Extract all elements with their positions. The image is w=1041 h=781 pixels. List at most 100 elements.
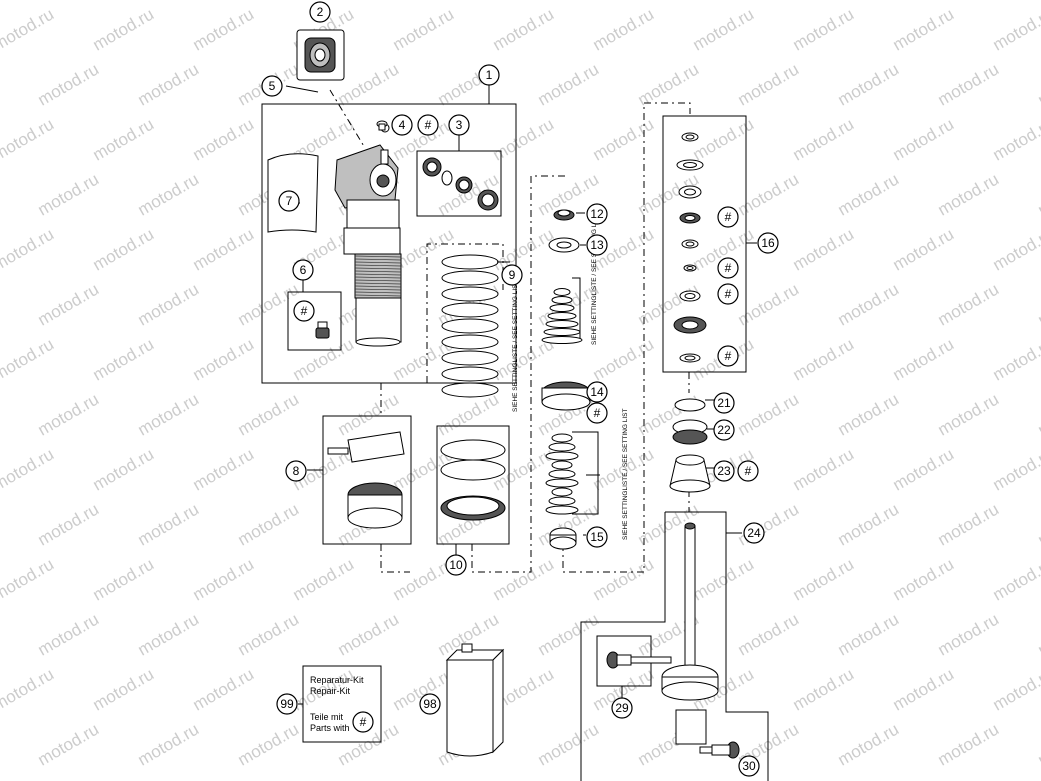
hash-marker: # [717,206,739,228]
callout-label: 5 [269,79,276,93]
hash-symbol: # [725,287,732,301]
hash-symbol: # [725,261,732,275]
hash-symbol: # [725,349,732,363]
washer-12-part [553,209,575,221]
nut-15-part [549,527,577,550]
callout-label: 10 [449,558,463,572]
callout-12: 12 [586,203,608,225]
callout-2: 2 [309,1,331,23]
callout-99: 99 [276,693,298,715]
callout-14: 14 [586,381,608,403]
hash-symbol: # [745,464,752,478]
repair-kit-box: Reparatur-Kit Repair-Kit Teile mit Parts… [302,665,382,743]
callout-29: 29 [611,697,633,719]
callout-98: 98 [419,693,441,715]
hash-symbol: # [360,715,367,729]
callout-23: 23 [713,460,735,482]
callout-label: 1 [486,68,493,82]
hash-symbol: # [301,304,308,318]
hash-symbol: # [594,406,601,420]
callout-4: 4 [391,114,413,136]
repair-kit-label-en: Repair-Kit [310,686,351,696]
setting-list-note-9: SIEHE SETTINGLISTE / SEE SETTING LIST [512,280,519,412]
callout-3: 3 [448,114,470,136]
stop-plate-22-part [672,419,708,445]
hash-marker: # [417,114,439,136]
callout-label: 3 [456,118,463,132]
callout-label: 12 [590,207,604,221]
fitting-29-part [606,651,672,669]
callout-label: 4 [399,118,406,132]
callout-label: 13 [590,238,604,252]
group-box-16 [662,115,747,373]
parts-with-label-en: Parts with [310,723,350,733]
callout-label: 29 [615,701,629,715]
group-box-8 [322,415,412,545]
group-box-1 [261,103,517,384]
callout-label: 7 [286,194,293,208]
piston-part [541,381,591,411]
callout-label: 98 [423,697,437,711]
hash-marker: # [717,283,739,305]
callout-5: 5 [261,75,283,97]
hash-marker: # [717,345,739,367]
reservoir-cap-part [296,29,345,81]
group-box-10 [436,425,510,545]
group-box-24 [580,511,769,781]
hash-marker: # [293,300,315,322]
parts-with-label-de: Teile mit [310,712,344,722]
setting-list-note-lower: SIEHE SETTINGLISTE / SEE SETTING LIST [622,408,629,540]
seal-set-part [422,157,499,211]
callout-15: 15 [586,526,608,548]
valve-part [315,321,330,339]
hash-marker-layer: # # # # # # # # # [293,114,759,733]
shim-stack-upper-part [541,288,583,344]
group-box-6 [287,291,342,351]
bump-rubber-21-part [674,398,706,412]
callout-label: 15 [590,530,604,544]
hash-marker: # [717,257,739,279]
piston-rod-part [661,522,719,745]
callout-9: 9 [501,264,523,286]
callout-label: 99 [280,697,294,711]
repair-kit-label-de: Reparatur-Kit [310,675,364,685]
bump-stop-23-part [669,454,711,493]
hash-symbol: # [425,118,432,132]
shock-body-part [334,123,402,347]
callout-label: 22 [717,423,731,437]
callout-label: 21 [717,396,731,410]
setting-list-note-upper: SIEHE SETTINGLISTE / SEE SETTING LIST [591,213,598,345]
hash-marker: # [586,402,608,424]
callout-10: 10 [445,554,467,576]
washer-13-part [548,237,580,253]
spring-part [441,254,499,398]
compression-adjuster-parts [673,132,707,363]
spring-seat-part [440,439,506,521]
callout-label: 30 [742,759,756,773]
fitting-30-part [699,741,740,759]
callout-label: 14 [590,385,604,399]
callout-21: 21 [713,392,735,414]
callout-16: 16 [757,232,779,254]
hash-marker: # [737,460,759,482]
bleed-screw-part [376,120,388,131]
callout-label: 6 [300,263,307,277]
callout-6: 6 [292,259,314,281]
callout-22: 22 [713,419,735,441]
hash-symbol: # [725,210,732,224]
callout-1: 1 [478,64,500,86]
callout-24: 24 [743,522,765,544]
callout-label: 2 [317,5,324,19]
adjuster-ring-part [327,431,405,529]
callout-label: 8 [293,464,300,478]
callout-7: 7 [278,190,300,212]
callout-30: 30 [738,755,760,777]
callout-label: 24 [747,526,761,540]
callout-label: 16 [761,236,775,250]
callout-label: 9 [509,268,516,282]
callout-label: 23 [717,464,731,478]
shim-stack-lower-part [545,433,579,515]
